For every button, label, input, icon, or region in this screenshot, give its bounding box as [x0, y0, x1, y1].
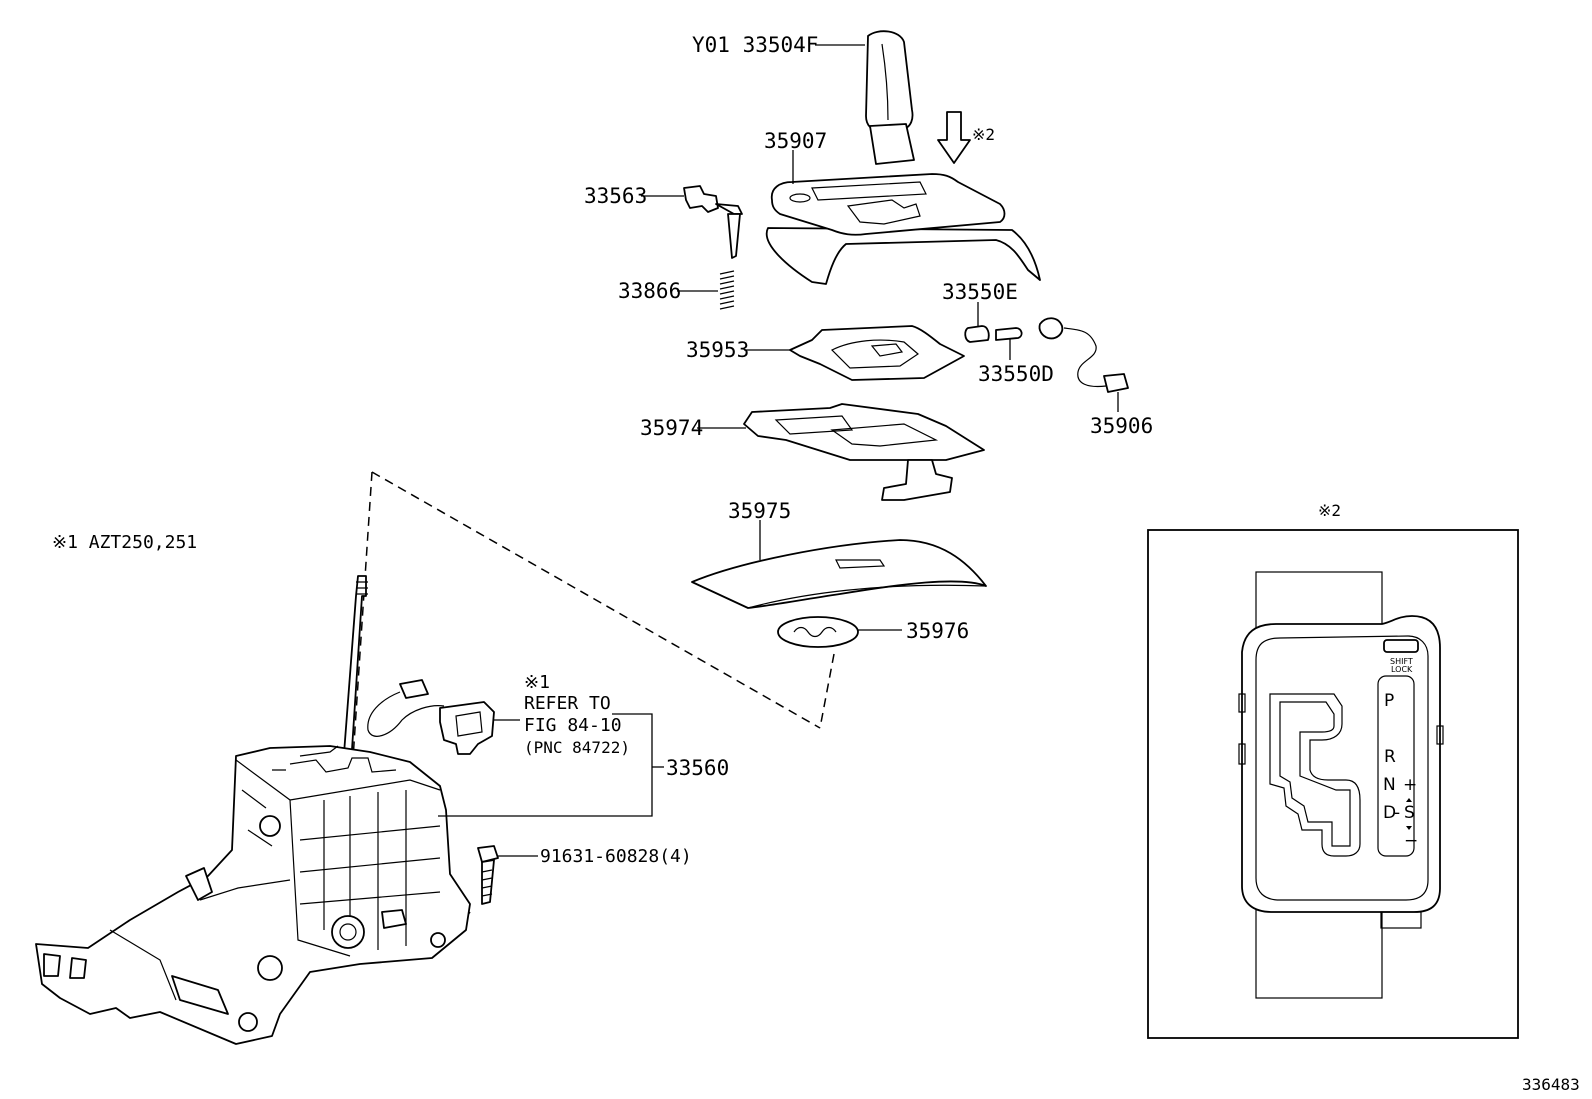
knob-part-label[interactable]: Y01 33504F: [692, 33, 818, 57]
shift-lock-label-1: SHIFT: [1390, 657, 1413, 666]
ref-note-line2[interactable]: FIG 84-10: [524, 715, 622, 736]
console-emblem[interactable]: [777, 616, 859, 648]
indicator-wire-harness[interactable]: [1038, 317, 1129, 393]
gear-r: R: [1384, 747, 1396, 767]
bulb-socket[interactable]: [964, 325, 990, 343]
part-label-33560[interactable]: 33560: [666, 756, 729, 780]
detail-title: ※2: [1318, 501, 1341, 520]
indicator-bracket[interactable]: [743, 403, 985, 501]
part-label-35975[interactable]: 35975: [728, 499, 791, 523]
detail-view-box: SHIFT LOCK P R N + D - S −: [1147, 529, 1519, 1039]
gear-minus: −: [1404, 831, 1418, 851]
part-label-bolt[interactable]: 91631-60828(4): [540, 846, 692, 867]
gear-d: D: [1383, 803, 1396, 823]
indicator-bulb[interactable]: [995, 327, 1023, 341]
ref-note-line3: (PNC 84722): [524, 738, 630, 757]
part-label-33550E[interactable]: 33550E: [942, 280, 1018, 304]
part-label-35953[interactable]: 35953: [686, 338, 749, 362]
figure-number: 336483: [1522, 1075, 1580, 1094]
shift-lever-assembly[interactable]: [35, 575, 471, 1045]
compression-spring[interactable]: [719, 270, 735, 310]
shift-lock-button[interactable]: [1383, 639, 1419, 653]
down-triangle-icon: [1406, 826, 1412, 830]
part-label-33550D[interactable]: 33550D: [978, 362, 1054, 386]
indicator-housing[interactable]: [765, 173, 1041, 285]
ref-note-line1[interactable]: REFER TO: [524, 693, 611, 714]
part-label-35974[interactable]: 35974: [640, 416, 703, 440]
arrow-marker-label: ※2: [972, 125, 995, 144]
ref-note-marker: ※1: [524, 672, 550, 693]
part-label-35906[interactable]: 35906: [1090, 414, 1153, 438]
shift-knob[interactable]: [865, 30, 915, 165]
view-arrow-icon: [937, 111, 971, 164]
console-panel[interactable]: [691, 539, 987, 609]
gear-s: S: [1404, 803, 1415, 823]
gear-n: N: [1383, 775, 1396, 795]
shift-position-switch[interactable]: [367, 679, 495, 755]
part-label-33866[interactable]: 33866: [618, 279, 681, 303]
gear-dash: -: [1394, 803, 1400, 823]
applicability-note: ※1 AZT250,251: [52, 532, 197, 553]
part-label-35976[interactable]: 35976: [906, 619, 969, 643]
up-triangle-icon: [1406, 798, 1412, 802]
gear-p: P: [1384, 691, 1394, 711]
part-label-35907[interactable]: 35907: [764, 129, 827, 153]
position-indicator-plate[interactable]: [789, 325, 965, 381]
shift-lock-label-2: LOCK: [1391, 665, 1413, 674]
part-label-33563[interactable]: 33563: [584, 184, 647, 208]
shift-lock-pin[interactable]: [683, 185, 743, 259]
gear-plus: +: [1403, 775, 1417, 795]
mounting-bolt[interactable]: [477, 845, 499, 905]
